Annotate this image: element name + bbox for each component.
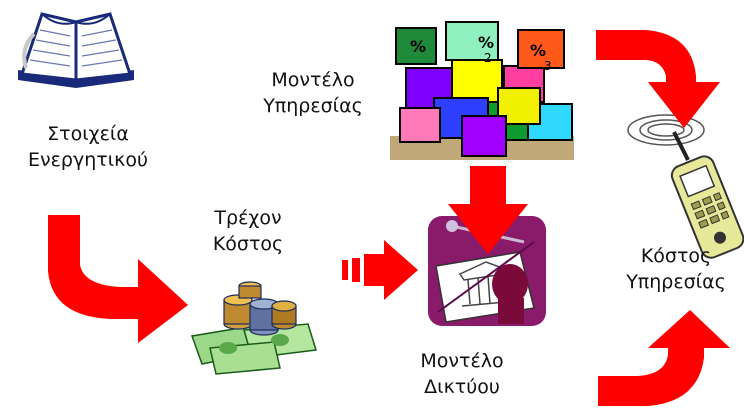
puzzle-mark: 3 xyxy=(544,59,552,73)
network-model-label: Μοντέλο Δικτύου xyxy=(420,350,504,398)
puzzle-mark: % xyxy=(410,37,426,56)
phone-icon xyxy=(627,114,744,259)
arrow-assets-to-cost xyxy=(48,215,188,343)
arrow-top-right-curve xyxy=(596,30,720,128)
money-icon xyxy=(190,281,317,375)
arrow-cost-to-network xyxy=(342,240,418,300)
book-icon xyxy=(18,12,134,88)
puzzle-mark: 2 xyxy=(484,51,492,65)
arrow-service-model-to-network xyxy=(448,166,528,254)
puzzle-mark: % xyxy=(478,33,494,52)
service-model-label: Μοντέλο Υπηρεσίας xyxy=(263,69,363,117)
network-building-icon xyxy=(428,216,546,326)
puzzle-icon: % % % 2 3 xyxy=(390,21,574,160)
arrow-bottom-right-curve xyxy=(598,310,730,406)
assets-label: Στοιχεία Ενεργητικού xyxy=(28,123,148,171)
current-cost-label: Τρέχον Κόστος xyxy=(212,207,284,255)
puzzle-mark: % xyxy=(530,41,546,60)
service-cost-label: Κόστος Υπηρεσίας xyxy=(626,245,726,293)
